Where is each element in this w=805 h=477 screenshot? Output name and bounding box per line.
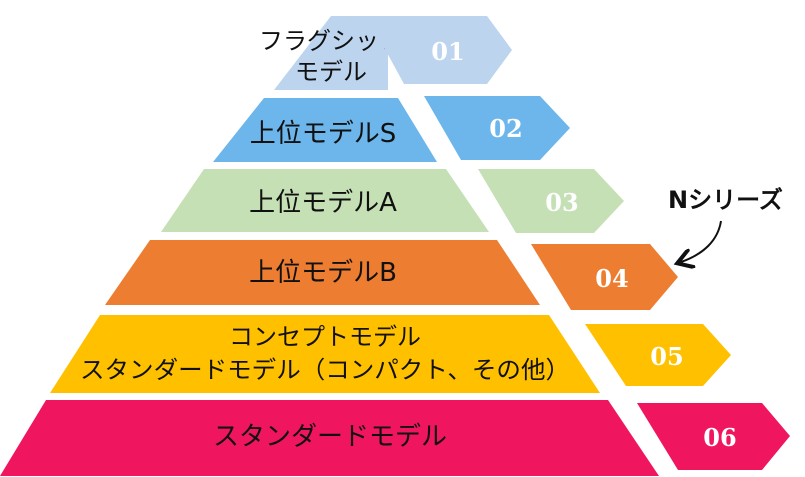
tier-5-shape [50, 315, 600, 393]
series-annotation: Nシリーズ [668, 186, 783, 262]
tier-4-shape [105, 240, 540, 305]
tier-5-label: コンセプトモデル [229, 323, 421, 351]
tier-4: 上位モデルB 04 [105, 240, 678, 310]
tier-5: コンセプトモデル スタンダードモデル（コンパクト、その他） 05 [50, 315, 731, 393]
tier-5-badge-label: 05 [650, 342, 683, 371]
tier-3-badge [478, 169, 624, 233]
tier-4-badge [531, 244, 678, 310]
tier-1-badge [367, 16, 512, 84]
tier-6-badge [637, 403, 790, 470]
tier-1: フラグシップ モデル 01 [259, 16, 512, 90]
tier-2-badge [424, 96, 570, 160]
tier-6-label: スタンダードモデル [213, 422, 447, 452]
tier-3-badge-label: 03 [545, 188, 578, 217]
tier-5-label-line-2: スタンダードモデル（コンパクト、その他） [80, 356, 570, 384]
curved-arrow-icon [681, 220, 722, 262]
tier-5-badge [585, 324, 731, 386]
tier-2-shape [213, 98, 437, 162]
tier-1-shape [274, 16, 388, 90]
tier-2: 上位モデルS 02 [213, 96, 570, 162]
tier-4-label: 上位モデルB [249, 258, 397, 288]
series-label: Nシリーズ [668, 186, 783, 214]
tier-1-badge-label: 01 [431, 37, 464, 66]
tier-6: スタンダードモデル 06 [0, 400, 790, 476]
tier-2-badge-label: 02 [489, 114, 522, 143]
tier-3-shape [161, 169, 489, 232]
tier-3-label: 上位モデルA [249, 188, 397, 218]
tier-4-badge-label: 04 [595, 264, 628, 293]
tier-6-badge-label: 06 [703, 423, 736, 452]
tier-1-label-line-2: モデル [295, 58, 367, 86]
tier-2-label: 上位モデルS [250, 119, 397, 149]
tier-3: 上位モデルA 03 [161, 169, 624, 233]
tier-6-shape [0, 400, 659, 476]
